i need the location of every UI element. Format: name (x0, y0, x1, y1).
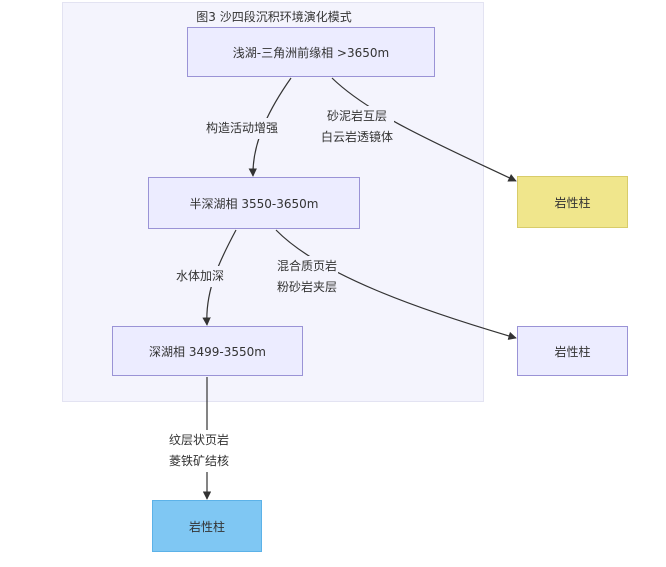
edge-label-sand-mud-line2: 白云岩透镜体 (321, 130, 394, 144)
edge-label-laminated-shale-line1: 纹层状页岩 (169, 433, 230, 447)
edge-label-water-deepening: 水体加深 (175, 266, 226, 287)
shallow-lake-node[interactable]: 浅湖-三角洲前缘相 >3650m (187, 27, 435, 77)
edge-label-laminated-shale: 纹层状页岩 菱铁矿结核 (168, 430, 231, 472)
lithology-column-node-blue[interactable]: 岩性柱 (152, 500, 262, 552)
cluster-title: 图3 沙四段沉积环境演化模式 (196, 10, 352, 24)
edge-label-tectonic: 构造活动增强 (205, 118, 280, 139)
edge-label-laminated-shale-line2: 菱铁矿结核 (169, 454, 230, 468)
edge-label-mixed-shale-line2: 粉砂岩夹层 (277, 280, 338, 294)
deep-lake-node[interactable]: 深湖相 3499-3550m (112, 326, 303, 376)
edge-label-mixed-shale-line1: 混合质页岩 (277, 259, 338, 273)
semi-deep-lake-node[interactable]: 半深湖相 3550-3650m (148, 177, 360, 229)
edge-label-sand-mud: 砂泥岩互层 白云岩透镜体 (320, 106, 395, 148)
edge-label-sand-mud-line1: 砂泥岩互层 (327, 109, 388, 123)
lithology-column-node-purple[interactable]: 岩性柱 (517, 326, 628, 376)
lithology-column-node-yellow[interactable]: 岩性柱 (517, 176, 628, 228)
edge-label-mixed-shale: 混合质页岩 粉砂岩夹层 (276, 256, 339, 298)
